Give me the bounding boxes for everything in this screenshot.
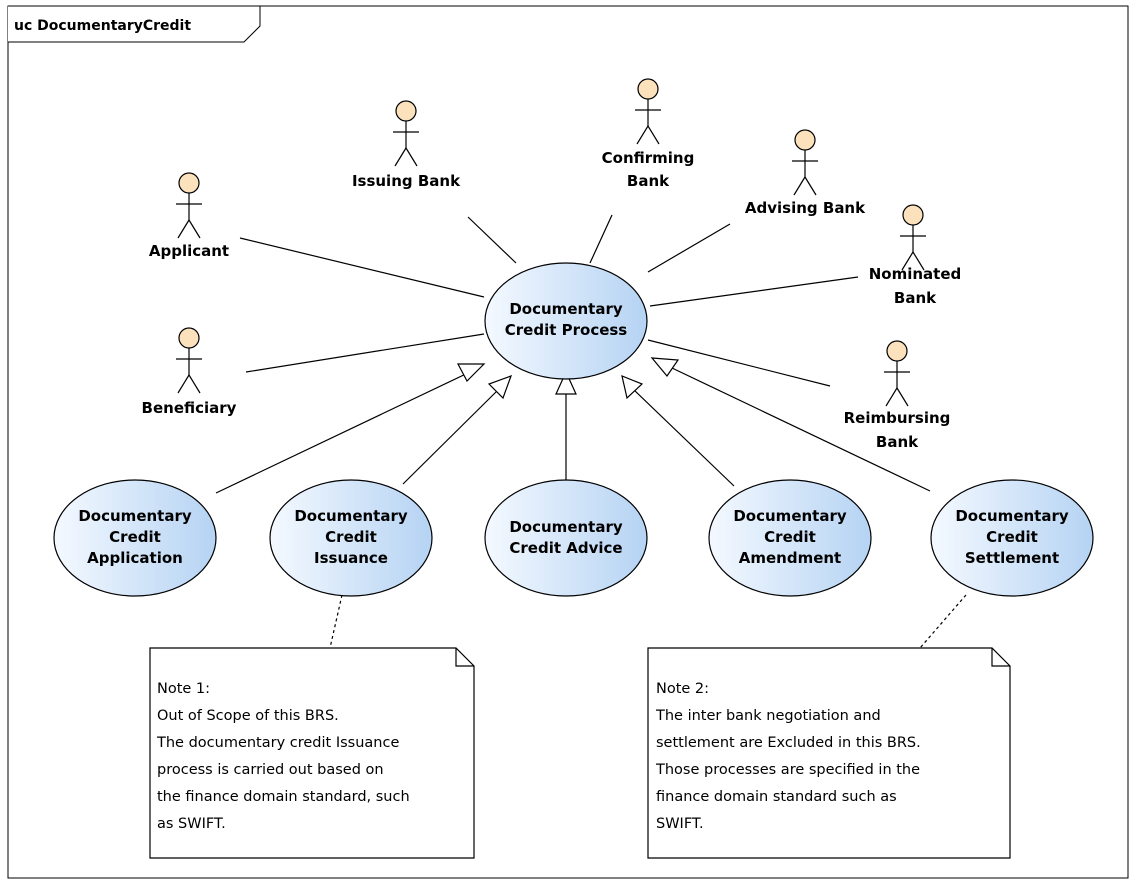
generalization-application-line — [215, 371, 471, 494]
usecase-ellipse — [708, 479, 872, 597]
usecase-ellipse — [484, 479, 648, 597]
actor-label: Beneficiary — [142, 399, 237, 417]
association-applicant — [239, 237, 485, 298]
generalization-application-arrow — [457, 363, 486, 382]
generalization-issuance-arrow — [487, 374, 513, 400]
usecase-ellipse — [930, 479, 1094, 597]
actor-advising-bank: Advising Bank — [745, 129, 866, 217]
actor-issuing-bank: Issuing Bank — [352, 100, 461, 190]
generalization-settlement-line — [671, 367, 931, 492]
actor-figure-icon — [635, 78, 661, 145]
actor-figure-icon — [176, 327, 202, 394]
usecase-ellipse — [53, 479, 217, 597]
note-1: Note 1: Out of Scope of this BRS. The do… — [149, 647, 475, 859]
association-issuing-bank — [467, 216, 517, 264]
actor-applicant: Applicant — [149, 172, 229, 260]
usecase-ellipse — [484, 262, 648, 380]
usecase-ellipse — [269, 479, 433, 597]
note-fold — [991, 648, 1010, 667]
association-confirming-bank — [589, 214, 613, 264]
association-beneficiary — [245, 333, 485, 373]
note-text: Note 2: The inter bank negotiation and s… — [655, 681, 925, 832]
generalizations — [215, 357, 931, 494]
actor-figure-icon — [792, 129, 818, 196]
note-text: Note 1: Out of Scope of this BRS. The do… — [156, 681, 414, 832]
actor-label: Advising Bank — [745, 199, 866, 217]
actor-label: Issuing Bank — [352, 172, 461, 190]
actor-figure-icon — [393, 100, 419, 167]
associations — [239, 214, 859, 387]
note-2: Note 2: The inter bank negotiation and s… — [647, 647, 1011, 859]
generalization-amendment-arrow — [621, 375, 644, 400]
frame-tab — [8, 5, 261, 43]
frame-title: uc DocumentaryCredit — [14, 18, 191, 34]
actor-figure-icon — [900, 204, 926, 271]
note-box — [647, 647, 1011, 859]
association-advising-bank — [647, 223, 731, 273]
association-nominated-bank — [649, 276, 859, 307]
actor-beneficiary: Beneficiary — [142, 327, 237, 417]
generalization-amendment-line — [633, 389, 735, 487]
actor-figure-icon — [176, 172, 202, 239]
note-fold — [455, 648, 474, 667]
actor-figure-icon — [884, 340, 910, 407]
actor-label: Applicant — [149, 242, 229, 260]
generalization-issuance-line — [402, 389, 499, 485]
association-reimbursing-bank — [647, 339, 831, 387]
note-box — [149, 647, 475, 859]
generalization-settlement-arrow — [650, 357, 680, 377]
generalization-advice-arrow — [555, 370, 577, 395]
